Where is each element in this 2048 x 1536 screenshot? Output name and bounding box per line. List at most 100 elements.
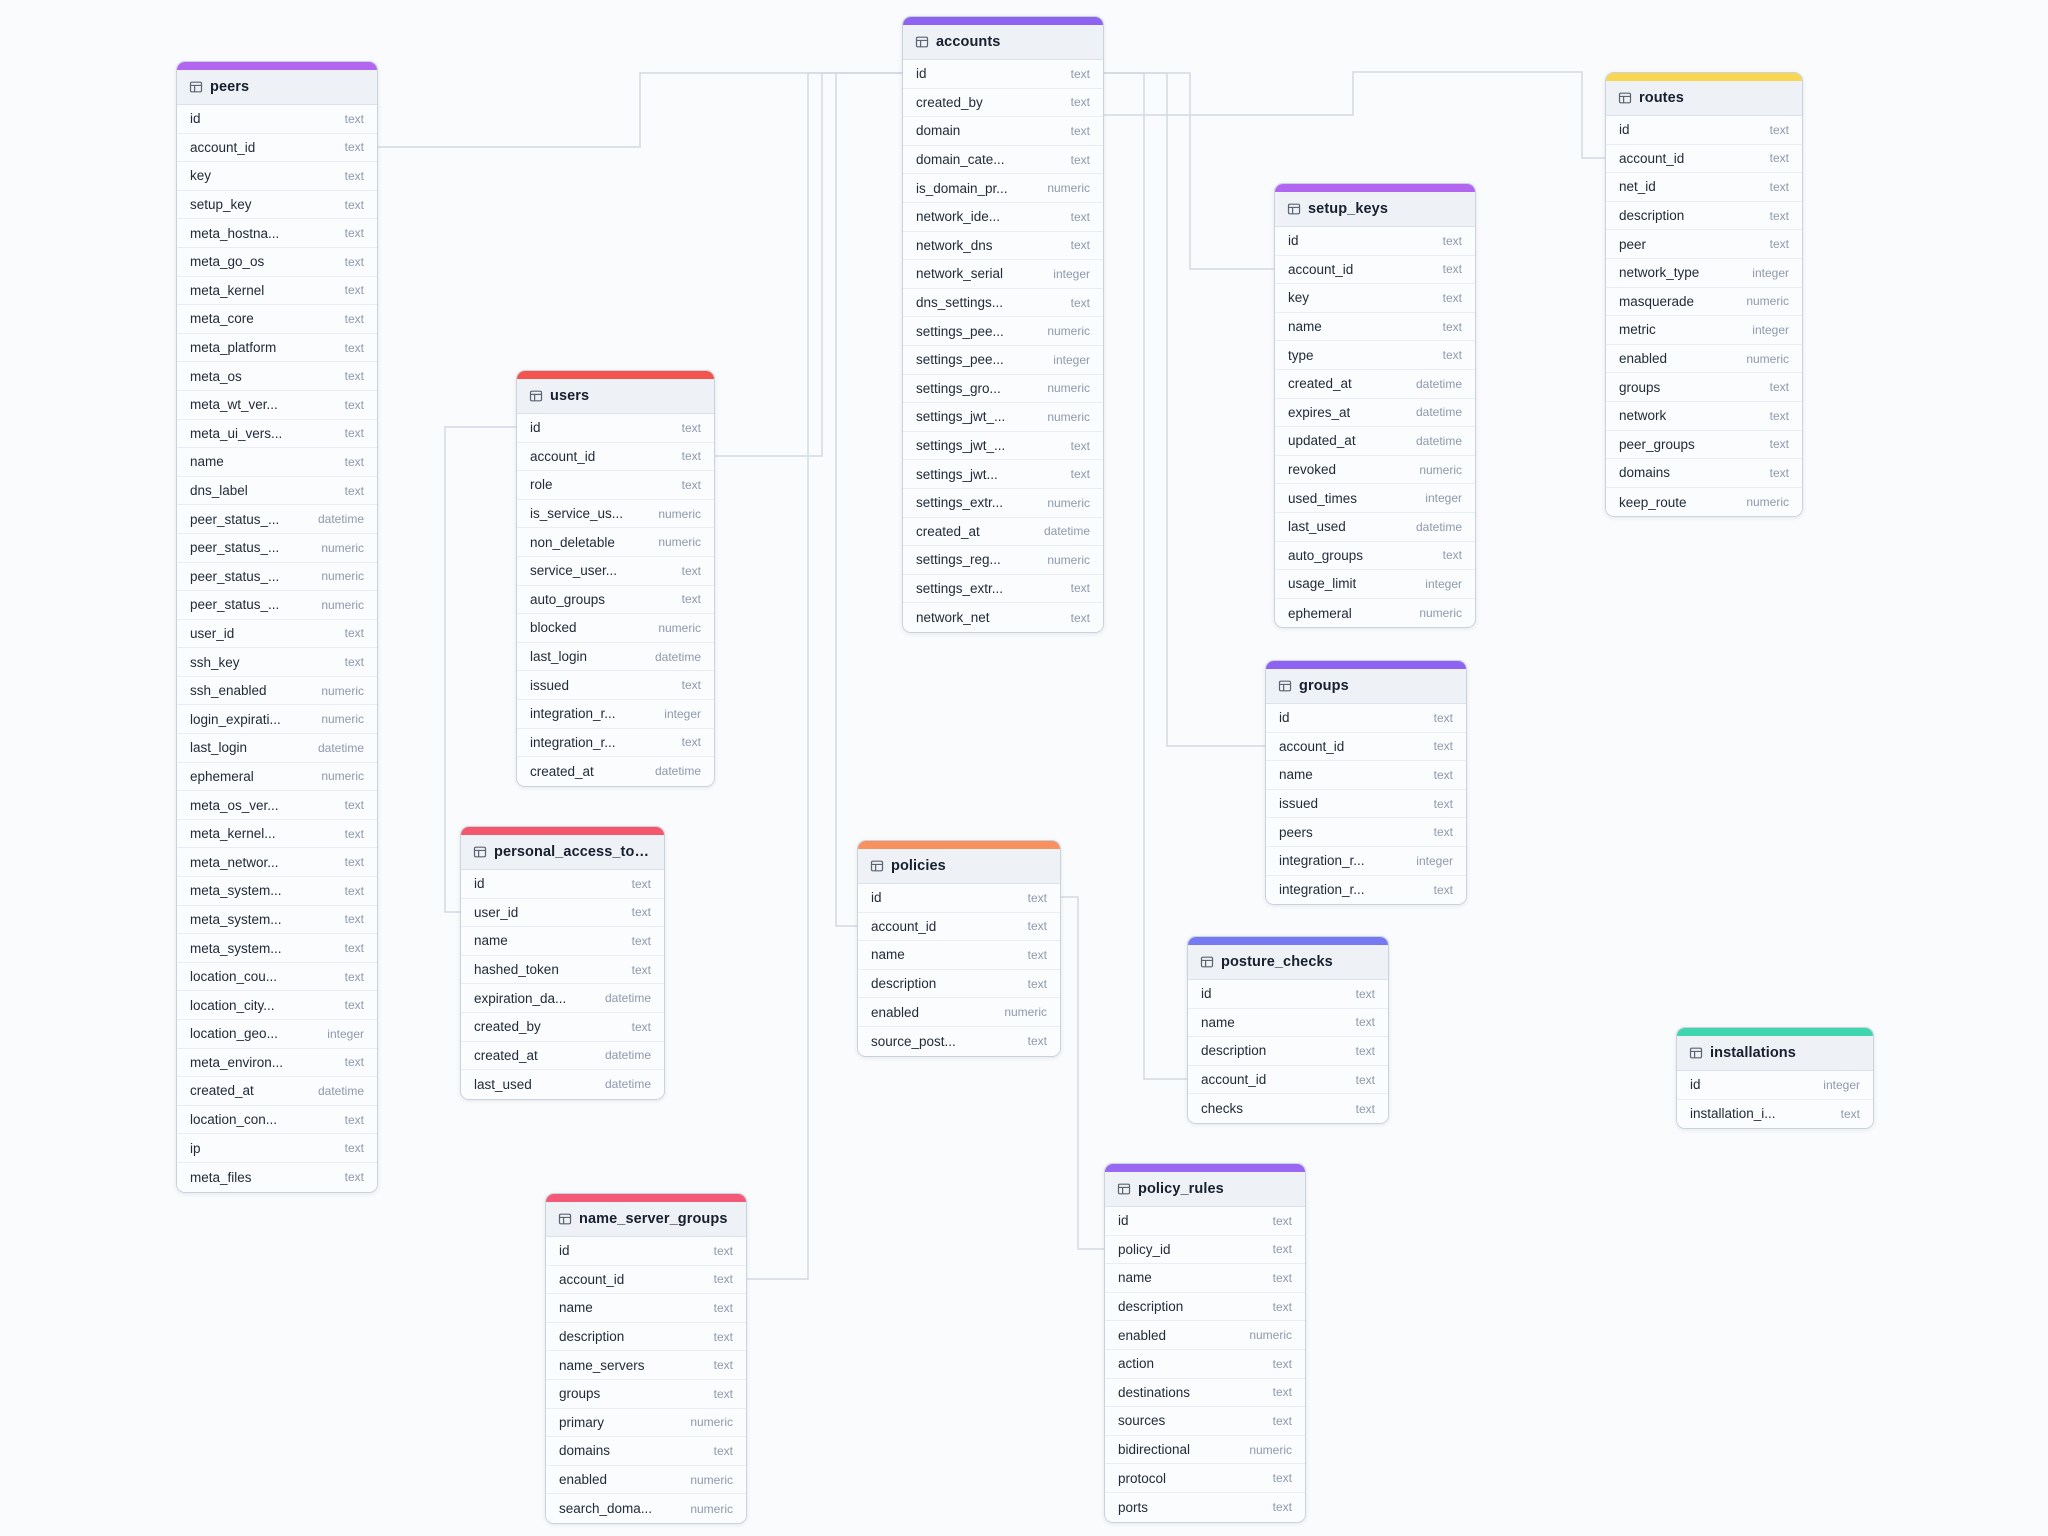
field-type: integer	[327, 1026, 364, 1041]
table-header-posture_checks[interactable]: posture_checks	[1188, 945, 1388, 980]
field-type: text	[344, 855, 364, 870]
table-header-groups[interactable]: groups	[1266, 669, 1466, 704]
field-type: text	[1070, 438, 1090, 453]
field-name: network_net	[916, 610, 990, 626]
field-name: issued	[1279, 796, 1319, 812]
field-type: datetime	[654, 649, 701, 664]
field-type: text	[344, 340, 364, 355]
field-type: text	[681, 563, 701, 578]
field-name: integration_r...	[1279, 853, 1365, 869]
field-type: text	[1272, 1270, 1292, 1285]
field-name: meta_wt_ver...	[190, 397, 278, 413]
table-row: meta_system...text	[177, 934, 377, 963]
field-name: user_id	[474, 904, 519, 920]
table-header-users[interactable]: users	[517, 379, 714, 414]
field-name: dns_settings...	[916, 295, 1004, 311]
field-type: text	[1433, 825, 1453, 840]
table-row: meta_ui_vers...text	[177, 419, 377, 449]
field-name: location_con...	[190, 1112, 278, 1128]
table-title: peers	[210, 79, 250, 95]
field-name: location_city...	[190, 997, 275, 1013]
field-name: peer_status_...	[190, 568, 280, 584]
field-type: numeric	[1419, 462, 1462, 477]
field-name: groups	[559, 1386, 601, 1402]
field-type: text	[1070, 467, 1090, 482]
table-header-name_server_groups[interactable]: name_server_groups	[546, 1202, 746, 1237]
field-type: text	[344, 1055, 364, 1070]
field-type: numeric	[1746, 294, 1789, 309]
table-header-installations[interactable]: installations	[1677, 1036, 1873, 1071]
field-name: ephemeral	[1288, 605, 1352, 621]
field-name: meta_kernel...	[190, 826, 276, 842]
table-header-personal_access_tokens[interactable]: personal_access_tokens	[461, 835, 664, 870]
field-name: enabled	[1619, 351, 1668, 367]
table-title: installations	[1710, 1045, 1796, 1061]
table-grid-icon	[1689, 1047, 1703, 1059]
field-type: text	[681, 420, 701, 435]
table-header-routes[interactable]: routes	[1606, 81, 1802, 116]
table-row: integration_r...integer	[1266, 846, 1466, 876]
table-header-policies[interactable]: policies	[858, 849, 1060, 884]
field-type: text	[1027, 976, 1047, 991]
field-type: text	[1027, 919, 1047, 934]
field-name: meta_environ...	[190, 1054, 284, 1070]
field-type: text	[1433, 710, 1453, 725]
field-type: text	[344, 1141, 364, 1156]
field-type: datetime	[604, 1048, 651, 1063]
table-header-setup_keys[interactable]: setup_keys	[1275, 192, 1475, 227]
table-header-policy_rules[interactable]: policy_rules	[1105, 1172, 1305, 1207]
field-type: text	[1433, 767, 1453, 782]
table-header-accounts[interactable]: accounts	[903, 25, 1103, 60]
field-type: text	[1272, 1385, 1292, 1400]
table-row: settings_jwt_...numeric	[903, 403, 1103, 432]
field-type: text	[344, 798, 364, 813]
field-name: domains	[559, 1443, 611, 1459]
table-color-strip	[461, 827, 664, 835]
field-name: meta_platform	[190, 340, 277, 356]
field-name: peer_status_...	[190, 597, 280, 613]
table-row: integration_r...integer	[517, 699, 714, 729]
relation-policy_rules.policy_id-to-policies.id	[1059, 896, 1104, 1250]
table-header-peers[interactable]: peers	[177, 70, 377, 105]
field-name: id	[474, 876, 485, 892]
field-type: text	[1070, 123, 1090, 138]
table-color-strip	[1266, 661, 1466, 669]
field-name: account_id	[1288, 261, 1354, 277]
